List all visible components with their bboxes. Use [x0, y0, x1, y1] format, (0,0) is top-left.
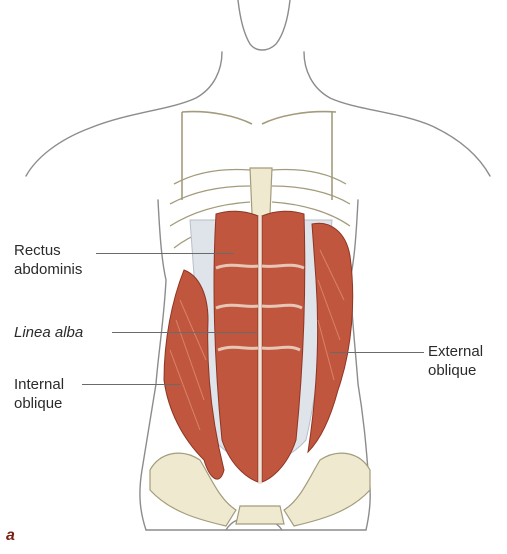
external-oblique-leader: [330, 352, 424, 353]
internal-oblique-label: Internal oblique: [14, 375, 64, 413]
sternum: [250, 168, 272, 220]
rectus-abdominis-leader: [96, 253, 234, 254]
internal-oblique-label-line-2: oblique: [14, 394, 64, 413]
panel-letter: a: [6, 526, 15, 545]
linea-alba-leader: [112, 332, 258, 333]
rectus-abdominis-label-line-2: abdominis: [14, 260, 82, 279]
internal-oblique-leader: [82, 384, 180, 385]
rectus-abdominis-label-line-1: Rectus: [14, 241, 82, 260]
external-oblique-label: External oblique: [428, 342, 483, 380]
internal-oblique-label-line-1: Internal: [14, 375, 64, 394]
linea-alba-label: Linea alba: [14, 323, 83, 342]
external-oblique-label-line-2: oblique: [428, 361, 483, 380]
rectus-abdominis-label: Rectus abdominis: [14, 241, 82, 279]
external-oblique-label-line-1: External: [428, 342, 483, 361]
